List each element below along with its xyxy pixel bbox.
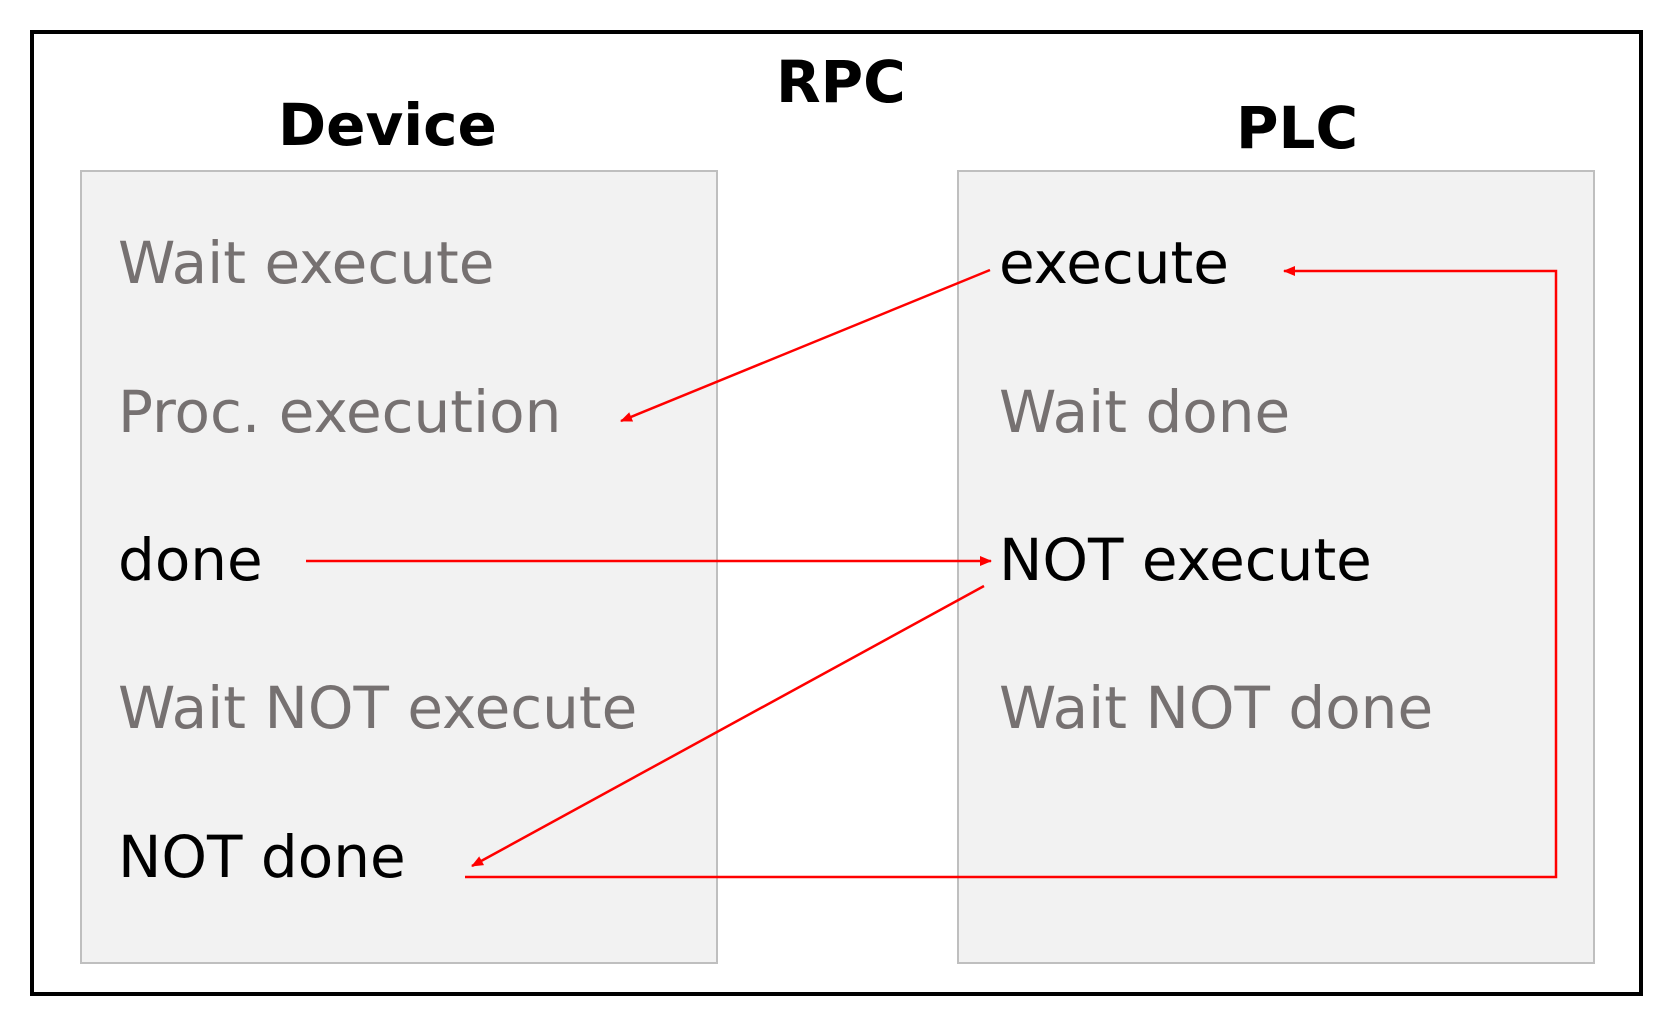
device-item-wait-execute: Wait execute [118,229,495,297]
device-column-title: Device [278,91,497,159]
plc-item-not-execute: NOT execute [999,526,1372,594]
plc-column-title: PLC [1236,94,1359,162]
rpc-diagram-frame [30,30,1643,996]
device-item-wait-not-execute: Wait NOT execute [118,674,638,742]
diagram-title: RPC [776,48,906,116]
device-item-not-done: NOT done [118,823,406,891]
plc-item-execute: execute [999,229,1229,297]
plc-item-wait-done: Wait done [999,378,1291,446]
plc-item-wait-not-done: Wait NOT done [999,674,1434,742]
device-item-proc-execution: Proc. execution [118,378,562,446]
device-item-done: done [118,526,263,594]
